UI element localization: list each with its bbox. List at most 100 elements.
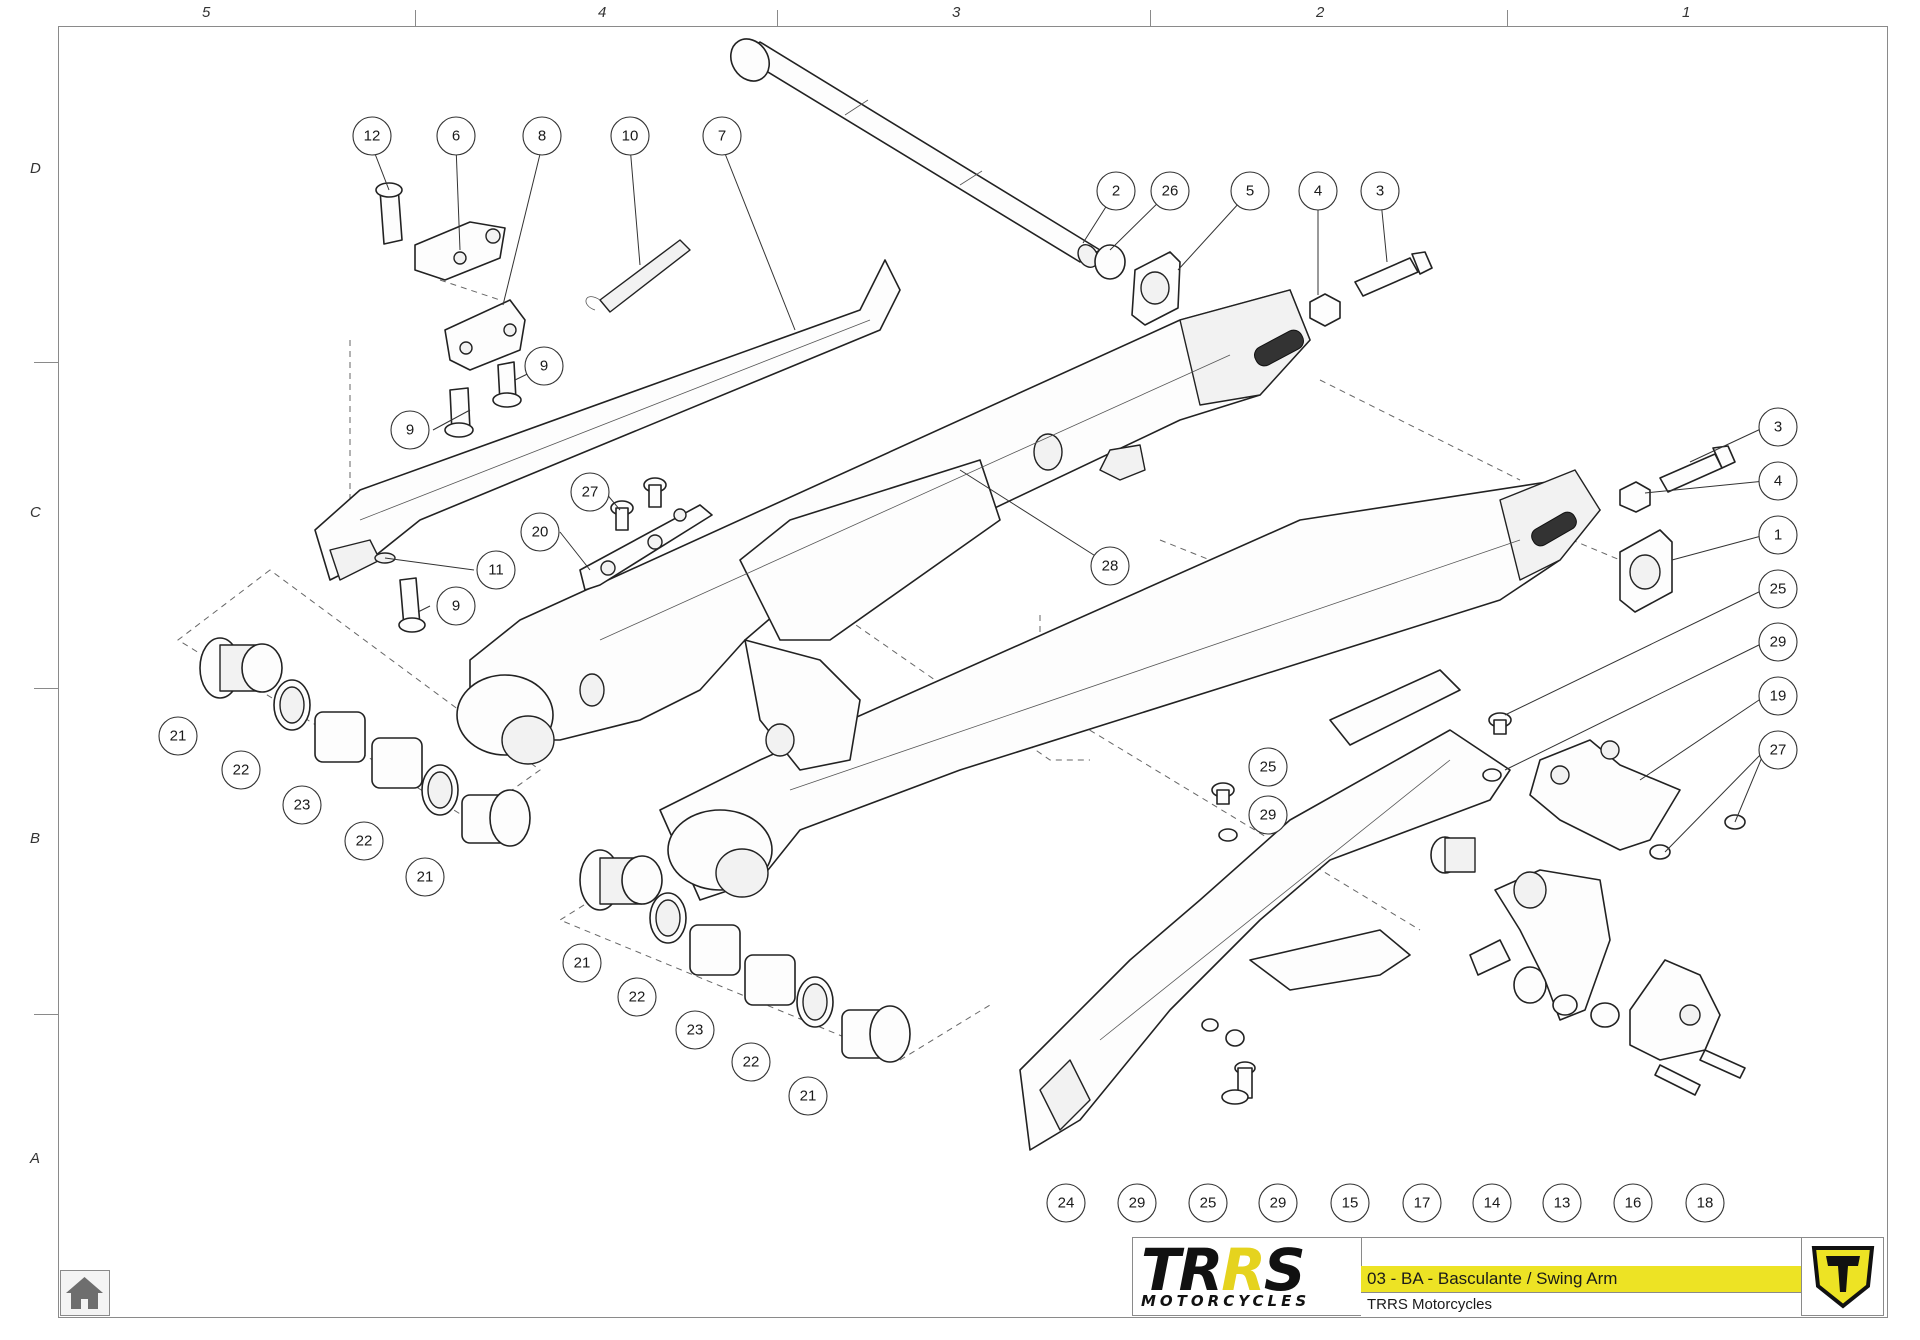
callout-bubble: 15 [1330, 1183, 1370, 1223]
document-subtitle: TRRS Motorcycles [1361, 1292, 1801, 1317]
document-title: 03 - BA - Basculante / Swing Arm [1361, 1266, 1801, 1292]
callout-bubble: 3 [1360, 171, 1400, 211]
chain-guide-support [579, 504, 713, 591]
callout-bubble: 24 [1046, 1183, 1086, 1223]
small-hardware [1201, 712, 1746, 1105]
callout-number: 22 [743, 1054, 760, 1071]
grid-col-4: 4 [598, 4, 607, 21]
callout-number: 8 [538, 128, 546, 145]
callout-bubble: 27 [570, 472, 610, 512]
callout-number: 25 [1200, 1195, 1217, 1212]
tension-spring [585, 239, 691, 313]
callout-bubble: 26 [1150, 171, 1190, 211]
callout-number: 16 [1625, 1195, 1642, 1212]
logo-text-accent: R [1221, 1236, 1266, 1304]
callout-bubble: 20 [520, 512, 560, 552]
chain-guard [1529, 739, 1681, 851]
callout-bubble: 7 [702, 116, 742, 156]
callout-bubble: 9 [390, 410, 430, 450]
grid-row-d: D [30, 160, 41, 177]
grid-col-5: 5 [202, 4, 211, 21]
pivot-bearing-set-lower [579, 849, 911, 1063]
logo-text-left: TR [1141, 1236, 1223, 1304]
callout-number: 15 [1342, 1195, 1359, 1212]
callout-number: 11 [488, 562, 504, 579]
callout-bubble: 22 [344, 821, 384, 861]
callout-bubble: 4 [1298, 171, 1338, 211]
chain-guide-lower [1019, 669, 1511, 1151]
callout-number: 5 [1246, 183, 1254, 200]
callout-bubble: 1 [1758, 515, 1798, 555]
callout-bubble: 25 [1758, 569, 1798, 609]
callout-number: 27 [1770, 742, 1787, 759]
callout-bubble: 18 [1685, 1183, 1725, 1223]
callout-number: 29 [1129, 1195, 1146, 1212]
grid-col-1: 1 [1682, 4, 1691, 21]
callout-bubble: 6 [436, 116, 476, 156]
callout-bubble: 29 [1258, 1183, 1298, 1223]
callout-bubble: 9 [524, 346, 564, 386]
callout-number: 20 [532, 524, 549, 541]
title-block: TRRS MOTORCYCLES 03 - BA - Basculante / … [1132, 1236, 1884, 1317]
callout-bubble: 29 [1758, 622, 1798, 662]
callout-bubble: 22 [731, 1042, 771, 1082]
callout-bubble: 11 [476, 550, 516, 590]
callout-bubble: 12 [352, 116, 392, 156]
callout-number: 18 [1697, 1195, 1714, 1212]
callout-bubble: 13 [1542, 1183, 1582, 1223]
callout-bubble: 27 [1758, 730, 1798, 770]
callout-number: 12 [364, 128, 381, 145]
callout-bubble: 25 [1248, 747, 1288, 787]
callout-number: 4 [1774, 473, 1782, 490]
callout-number: 3 [1774, 419, 1782, 436]
callout-number: 7 [718, 128, 726, 145]
callout-number: 25 [1770, 581, 1787, 598]
callout-number: 9 [452, 598, 460, 615]
callout-bubble: 17 [1402, 1183, 1442, 1223]
home-icon [66, 1277, 103, 1309]
callout-bubble: 3 [1758, 407, 1798, 447]
callout-bubble: 21 [562, 943, 602, 983]
callout-bubble: 28 [1090, 546, 1130, 586]
home-button[interactable] [60, 1270, 110, 1316]
callout-bubble: 4 [1758, 461, 1798, 501]
trrs-logo: TRRS MOTORCYCLES [1133, 1236, 1362, 1315]
callout-bubble: 22 [617, 977, 657, 1017]
callout-number: 9 [540, 358, 548, 375]
swing-arm-body [456, 289, 1601, 901]
assembly-guides [177, 279, 1621, 1061]
callout-number: 17 [1414, 1195, 1431, 1212]
callout-bubble: 29 [1248, 795, 1288, 835]
callout-number: 10 [622, 128, 639, 145]
callout-number: 19 [1770, 688, 1787, 705]
pivot-bearing-set-upper [199, 637, 531, 847]
logo-subtext: MOTORCYCLES [1141, 1292, 1311, 1310]
chain-slider [314, 259, 901, 581]
callout-bubble: 25 [1188, 1183, 1228, 1223]
trrs-shield-icon [1801, 1238, 1884, 1315]
callout-number: 22 [629, 989, 646, 1006]
callout-number: 21 [574, 955, 591, 972]
chain-adjuster-lower [1619, 445, 1736, 613]
callout-number: 22 [233, 762, 250, 779]
callout-bubble: 19 [1758, 676, 1798, 716]
callout-number: 25 [1260, 759, 1277, 776]
callout-number: 14 [1484, 1195, 1501, 1212]
swing-arm-axle [729, 38, 1101, 268]
callout-bubble: 23 [675, 1010, 715, 1050]
callout-number: 21 [417, 869, 434, 886]
callout-bubble: 21 [788, 1076, 828, 1116]
callout-bubble: 10 [610, 116, 650, 156]
chain-adjuster-upper [1094, 244, 1433, 327]
callout-number: 28 [1102, 558, 1119, 575]
callout-bubble: 29 [1117, 1183, 1157, 1223]
callout-number: 23 [687, 1022, 704, 1039]
callout-number: 21 [170, 728, 187, 745]
callout-number: 29 [1770, 634, 1787, 651]
callout-number: 2 [1112, 183, 1120, 200]
callout-number: 29 [1270, 1195, 1287, 1212]
callout-bubble: 8 [522, 116, 562, 156]
drawing-frame [58, 26, 1888, 1318]
